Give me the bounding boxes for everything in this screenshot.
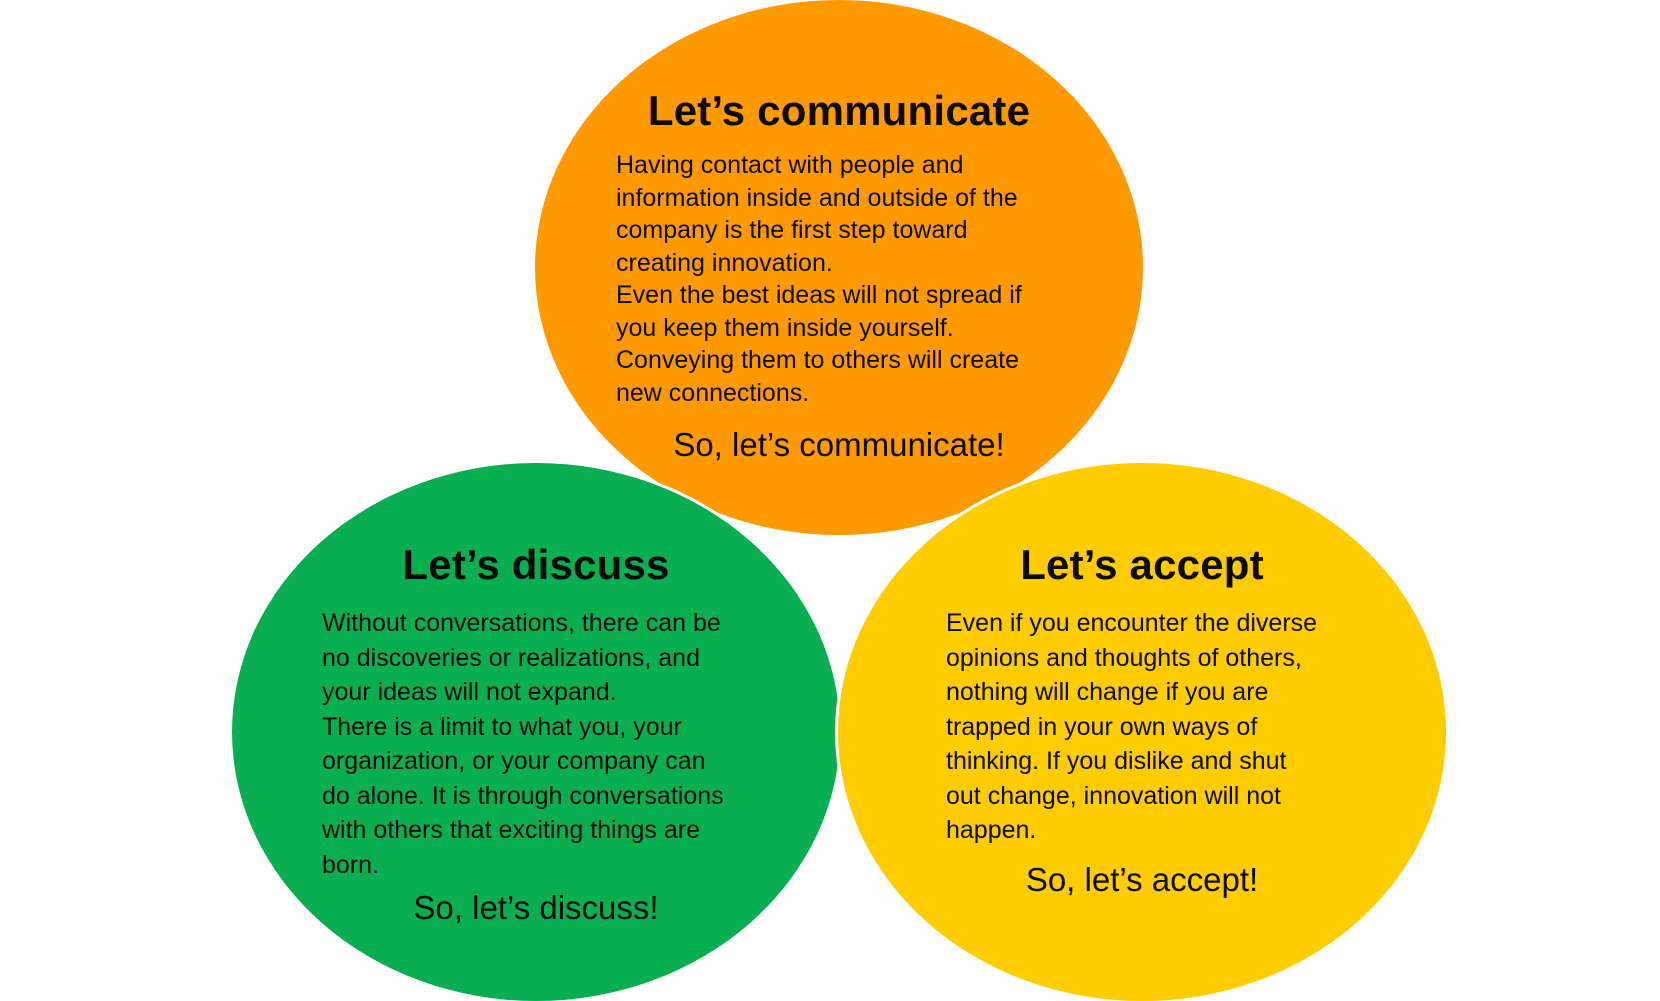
body-line: out change, innovation will not bbox=[946, 781, 1281, 810]
body-line: thinking. If you dislike and shut bbox=[946, 747, 1287, 775]
communicate-title: Let’s communicate bbox=[647, 87, 1031, 134]
body-line: nothing will change if you are bbox=[946, 678, 1269, 706]
body-line: you keep them inside yourself. bbox=[616, 313, 954, 342]
body-line: trapped in your own ways of bbox=[946, 712, 1258, 741]
body-line: Even if you encounter the diverse bbox=[946, 609, 1318, 637]
communicate-body: Having contact with people and informati… bbox=[616, 149, 1022, 409]
body-line: happen. bbox=[946, 816, 1037, 844]
discuss-circle bbox=[232, 463, 840, 1001]
discuss-title: Let’s discuss bbox=[402, 541, 670, 588]
body-line: born. bbox=[322, 850, 379, 879]
discuss-body: Without conversations, there can be no d… bbox=[322, 606, 724, 882]
body-line: do alone. It is through conversations bbox=[322, 781, 724, 810]
body-line: Having contact with people and bbox=[616, 151, 964, 179]
body-line: Even the best ideas will not spread if bbox=[616, 281, 1022, 309]
accept-title: Let’s accept bbox=[1020, 541, 1264, 588]
body-line: new connections. bbox=[616, 378, 810, 407]
body-line: your ideas will not expand. bbox=[322, 678, 617, 706]
body-line: organization, or your company can bbox=[322, 747, 706, 775]
body-line: company is the first step toward bbox=[616, 216, 968, 244]
accept-closing: So, let’s accept! bbox=[1025, 861, 1259, 898]
communicate-circle bbox=[535, 0, 1143, 535]
body-line: opinions and thoughts of others, bbox=[946, 643, 1302, 672]
accept-circle bbox=[838, 463, 1446, 1001]
body-line: information inside and outside of the bbox=[616, 183, 1018, 212]
communicate-closing: So, let’s communicate! bbox=[673, 426, 1005, 463]
body-line: Conveying them to others will create bbox=[616, 346, 1019, 374]
body-line: Without conversations, there can be bbox=[322, 609, 721, 637]
body-line: with others that exciting things are bbox=[322, 816, 700, 844]
accept-body: Even if you encounter the diverse opinio… bbox=[946, 606, 1317, 848]
body-line: creating innovation. bbox=[616, 248, 833, 277]
discuss-closing: So, let’s discuss! bbox=[413, 889, 659, 926]
body-line: There is a limit to what you, your bbox=[322, 712, 682, 741]
body-line: no discoveries or realizations, and bbox=[322, 643, 700, 672]
